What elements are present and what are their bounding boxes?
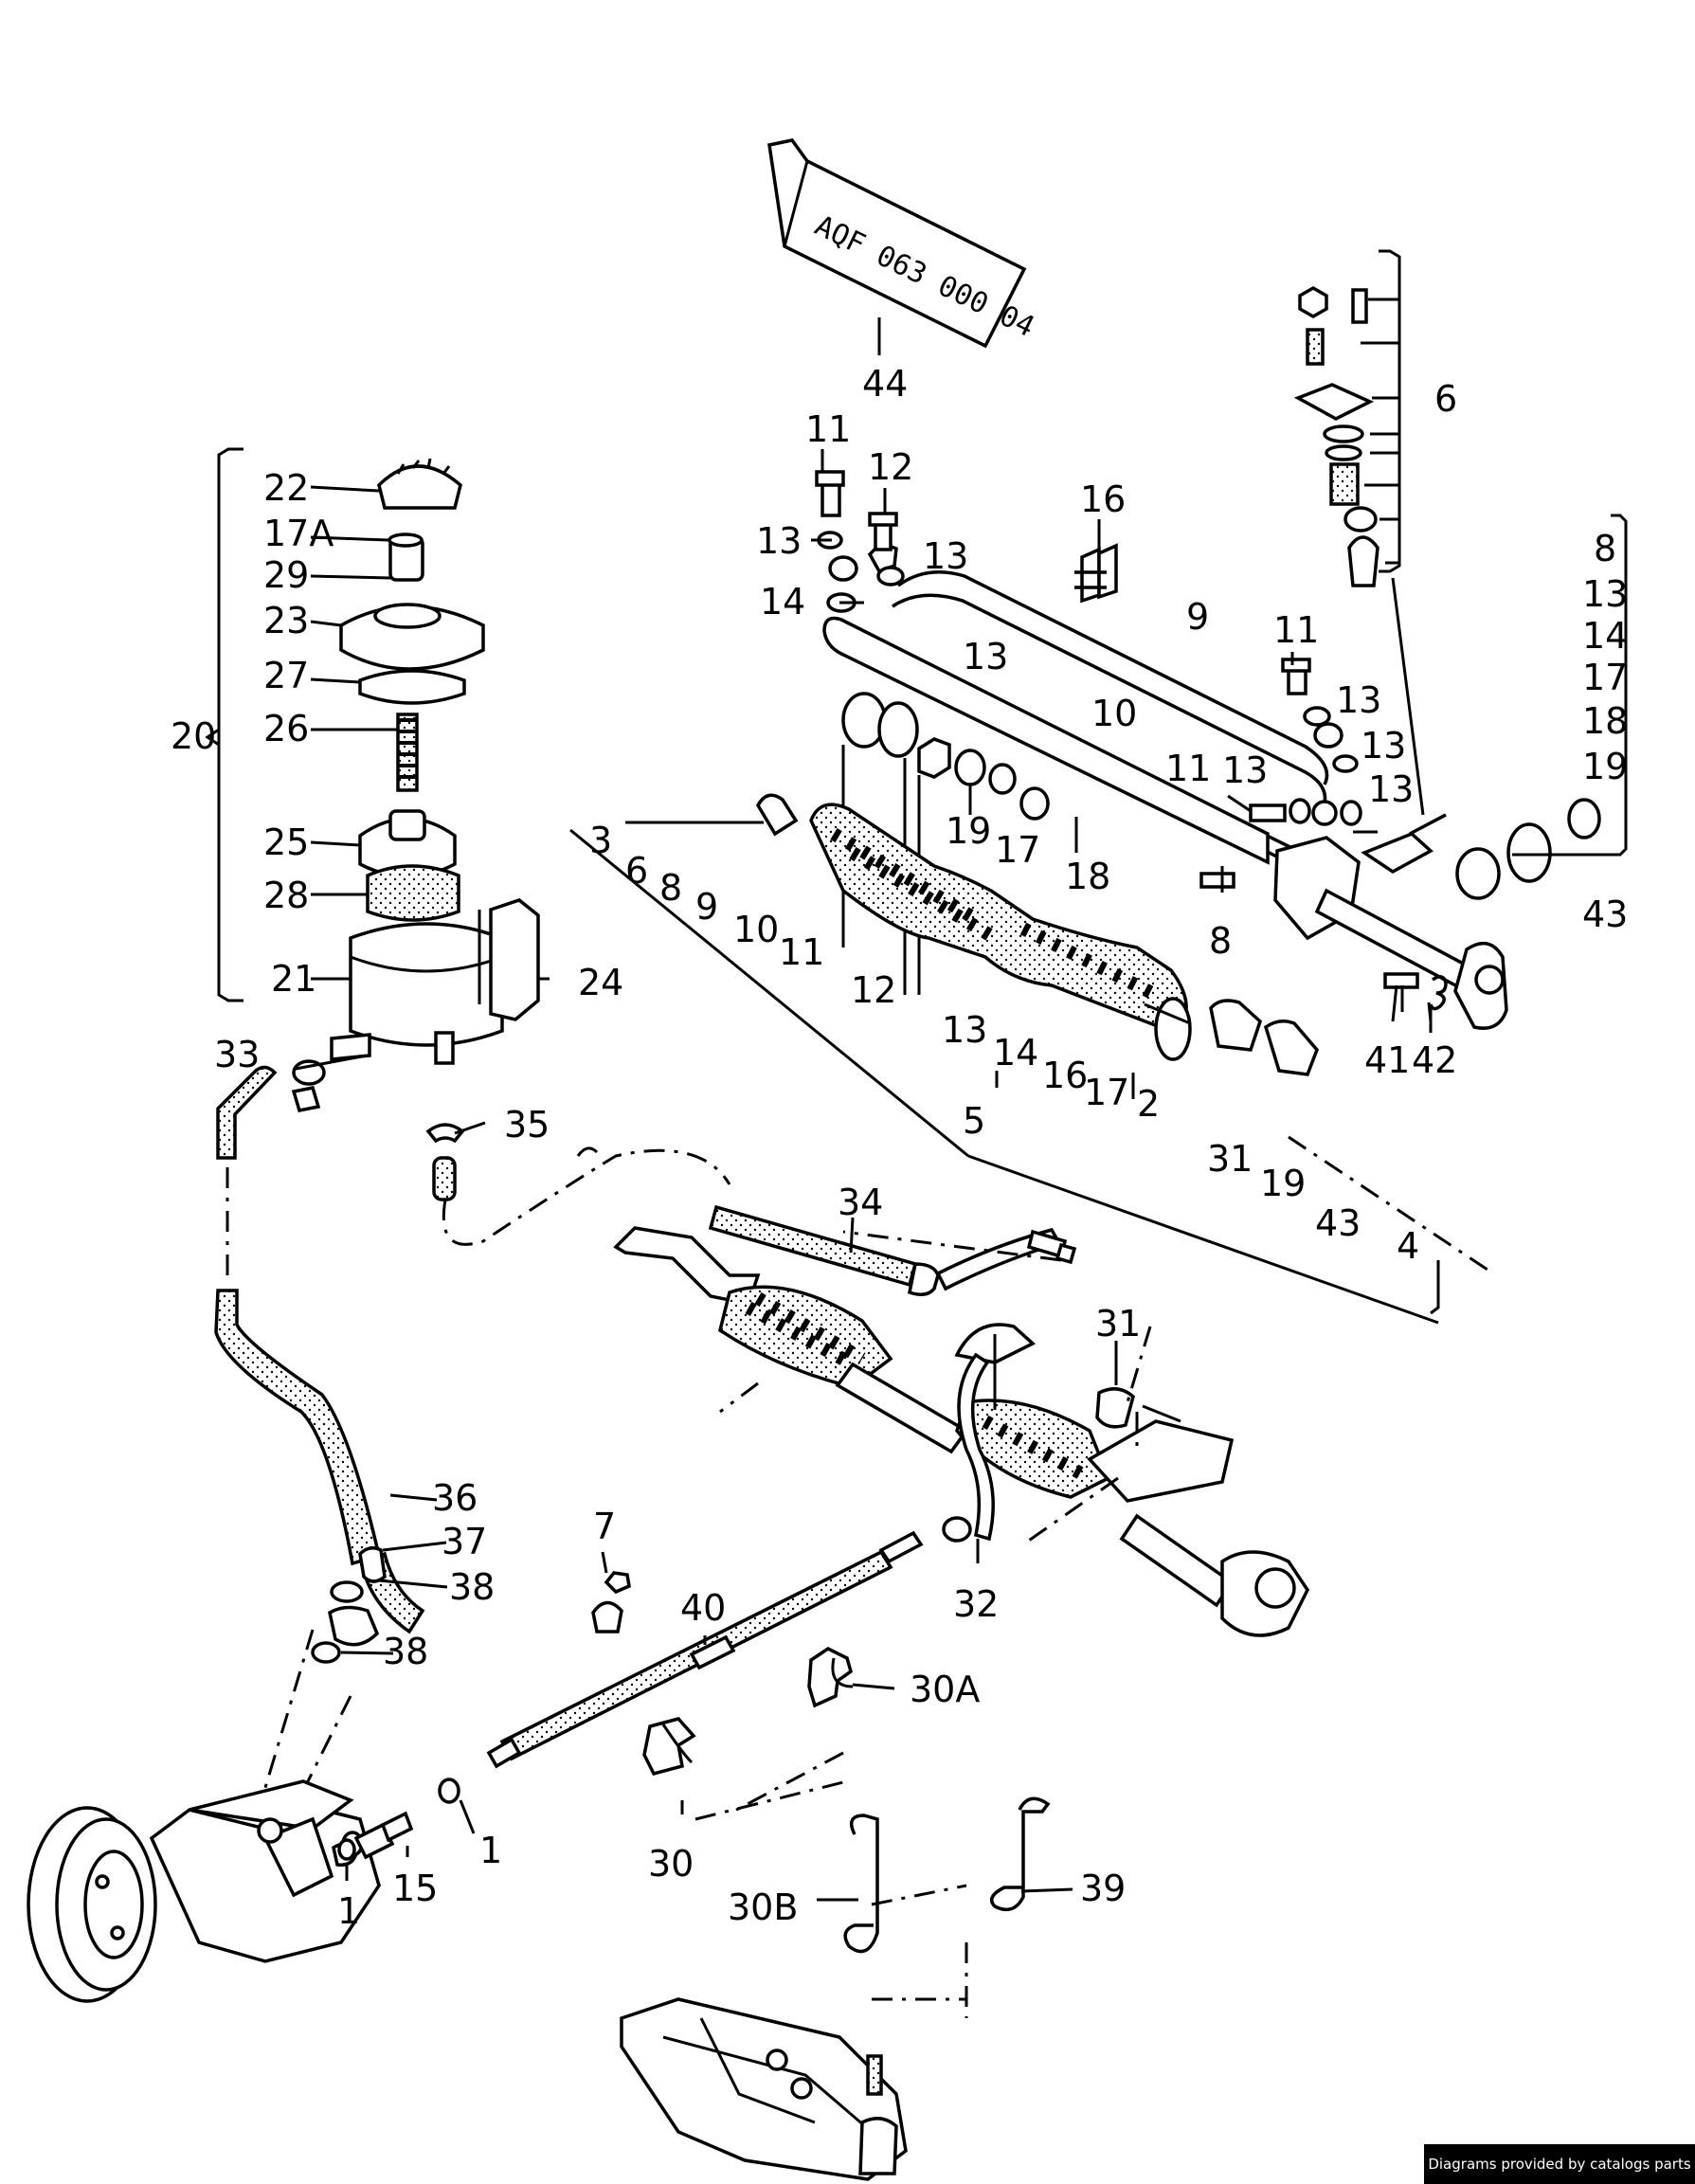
label-20: 20: [171, 715, 216, 757]
label-18: 18: [1065, 856, 1110, 897]
leader-lines: [254, 821, 1488, 2018]
rack-housing-upper: [822, 616, 1508, 1030]
label-37: 37: [442, 1521, 487, 1562]
label-6: 6: [625, 850, 648, 892]
label-29: 29: [263, 554, 309, 596]
seals-and-rings: [841, 692, 1601, 995]
label-43: 43: [1582, 893, 1628, 935]
label-30A: 30A: [910, 1669, 980, 1710]
label-21: 21: [271, 958, 316, 1000]
label-1: 1: [337, 1890, 360, 1932]
label-35: 35: [504, 1104, 550, 1146]
label-19: 19: [946, 810, 991, 852]
label-6: 6: [1434, 378, 1457, 420]
callout-labels: 44 6 11 12 16 13 13 14 13 9 10 11 13 13 …: [171, 363, 1628, 1932]
label-13: 13: [963, 636, 1008, 677]
label-5: 5: [963, 1100, 985, 1142]
label-1: 1: [479, 1830, 502, 1871]
rack-assembly-lower: [613, 1226, 1310, 1637]
label-9: 9: [1186, 596, 1209, 638]
label-14: 14: [1582, 615, 1628, 657]
pipe-clips: [576, 1146, 1051, 1954]
label-27: 27: [263, 655, 309, 696]
steering-pump: [27, 1546, 460, 2003]
grease-tube: AQF 063 000 04: [767, 138, 1039, 355]
label-14: 14: [993, 1032, 1038, 1074]
label-41: 41: [1364, 1039, 1410, 1081]
label-38: 38: [383, 1631, 428, 1672]
label-17: 17: [1084, 1072, 1129, 1113]
credit-badge: Diagrams provided by catalogs parts: [1424, 2144, 1695, 2184]
label-17: 17: [1582, 657, 1628, 698]
label-10: 10: [1091, 693, 1137, 734]
label-13: 13: [923, 535, 968, 577]
label-38: 38: [449, 1566, 495, 1608]
label-13: 13: [942, 1009, 987, 1051]
label-11: 11: [1165, 748, 1211, 789]
label-32: 32: [953, 1583, 999, 1625]
label-4: 4: [1397, 1225, 1419, 1267]
label-9: 9: [695, 886, 718, 928]
hose-and-pipe: [486, 1204, 1077, 1769]
label-25: 25: [263, 821, 309, 863]
label-43: 43: [1315, 1202, 1361, 1244]
housing-hardware: [815, 470, 1448, 1011]
label-13: 13: [1582, 573, 1628, 615]
label-40: 40: [680, 1587, 726, 1629]
label-11: 11: [805, 408, 851, 450]
label-31: 31: [1207, 1138, 1253, 1180]
pressure-piece-set: [1293, 249, 1425, 816]
label-13: 13: [1222, 749, 1268, 791]
label-7: 7: [593, 1506, 616, 1547]
label-10: 10: [733, 909, 779, 950]
label-2: 2: [1137, 1083, 1160, 1125]
label-13: 13: [1368, 768, 1414, 810]
label-44: 44: [862, 363, 908, 405]
label-19: 19: [1582, 746, 1628, 787]
label-11: 11: [1273, 609, 1319, 651]
label-34: 34: [838, 1182, 883, 1223]
label-12: 12: [868, 446, 913, 488]
label-11: 11: [779, 931, 824, 973]
label-31: 31: [1095, 1303, 1141, 1345]
label-12: 12: [851, 969, 896, 1011]
reservoir-assembly: [205, 447, 550, 1065]
mounting-bracket: [620, 1997, 908, 2181]
label-28: 28: [263, 875, 309, 916]
group-brackets: [1220, 514, 1628, 1033]
label-3: 3: [589, 820, 612, 861]
label-15: 15: [392, 1868, 438, 1909]
label-stubs: [295, 449, 1433, 1902]
label-30B: 30B: [728, 1886, 798, 1928]
label-13: 13: [756, 520, 802, 562]
label-22: 22: [263, 467, 309, 509]
label-14: 14: [760, 581, 805, 623]
label-24: 24: [578, 962, 623, 1003]
label-19: 19: [1260, 1163, 1306, 1204]
label-33: 33: [214, 1034, 260, 1075]
label-17: 17: [995, 829, 1040, 871]
label-16: 16: [1042, 1055, 1088, 1096]
label-39: 39: [1080, 1868, 1126, 1909]
label-42: 42: [1412, 1039, 1457, 1081]
label-17A: 17A: [263, 513, 334, 554]
label-13: 13: [1336, 679, 1381, 721]
label-26: 26: [263, 708, 309, 749]
label-16: 16: [1080, 478, 1126, 520]
rack-boot-upper: [755, 793, 1320, 1076]
label-13: 13: [1361, 725, 1406, 767]
label-8: 8: [1594, 528, 1616, 569]
label-8: 8: [1209, 920, 1232, 962]
label-8: 8: [659, 867, 682, 909]
label-18: 18: [1582, 700, 1628, 742]
label-30: 30: [648, 1843, 694, 1885]
label-36: 36: [432, 1477, 478, 1519]
label-23: 23: [263, 600, 309, 641]
